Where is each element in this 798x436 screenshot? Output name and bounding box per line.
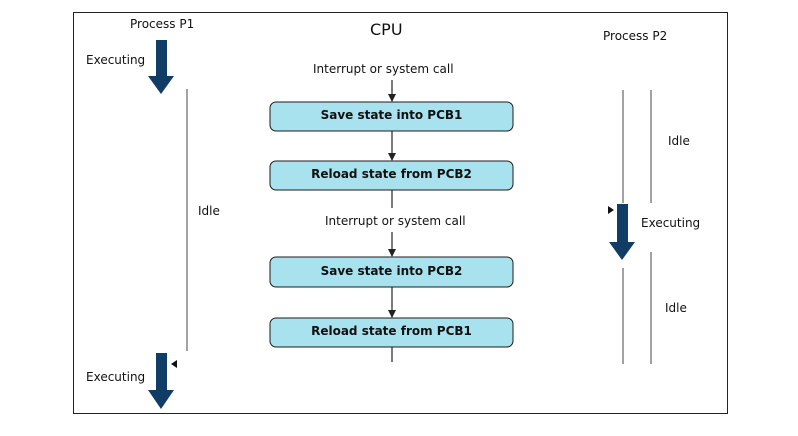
box-save-pcb2 [269, 256, 514, 288]
p2-pointer-icon [608, 206, 614, 214]
p1-pointer-icon [171, 360, 177, 368]
save-pcb1-label: Save state into PCB1 [320, 108, 463, 122]
reload-pcb1-label: Reload state from PCB1 [311, 324, 472, 338]
box-reload-pcb1 [269, 317, 514, 348]
p1-heading: Process P1 [130, 17, 195, 31]
p1-executing-label-top: Executing [86, 53, 146, 67]
interrupt-label-2: Interrupt or system call [325, 214, 466, 228]
p1-executing-arrow-bottom [148, 353, 174, 409]
reload-pcb2-label: Reload state from PCB2 [311, 167, 472, 181]
box-save-pcb1 [269, 101, 514, 132]
p2-executing-label: Executing [641, 216, 701, 230]
p2-executing-arrow [609, 204, 635, 260]
p2-heading: Process P2 [603, 29, 668, 43]
p1-idle-label: Idle [198, 204, 220, 218]
p2-idle-label-bottom: Idle [665, 301, 687, 315]
box-reload-pcb2 [269, 160, 514, 191]
save-pcb2-label: Save state into PCB2 [320, 264, 463, 278]
cpu-heading: CPU [370, 20, 403, 39]
p1-executing-label-bottom: Executing [86, 370, 146, 384]
interrupt-label-1: Interrupt or system call [313, 62, 454, 76]
p2-idle-label-top: Idle [668, 134, 690, 148]
p1-executing-arrow-top [148, 40, 174, 94]
